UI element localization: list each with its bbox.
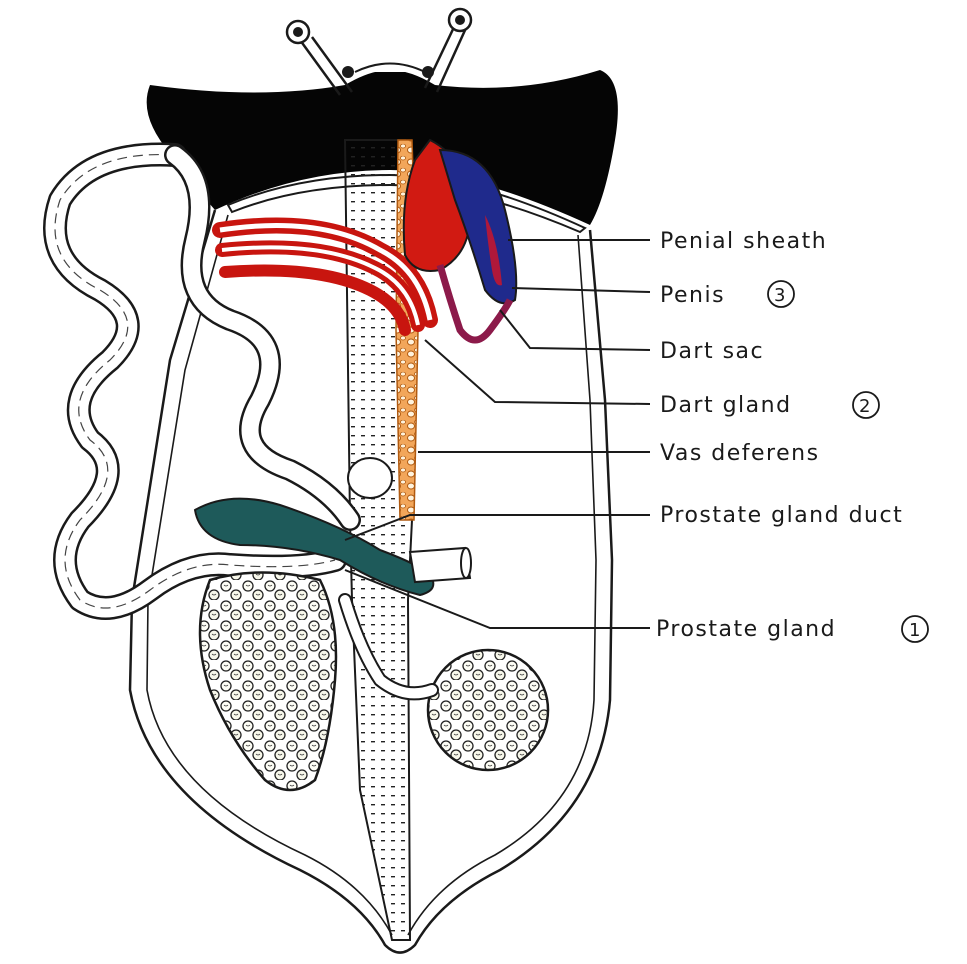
albumen-gland: [428, 650, 548, 770]
dart-gland-num-marker: 2: [853, 392, 879, 418]
label-prostate-gland-duct: Prostate gland duct: [660, 503, 903, 528]
label-penial-sheath: Penial sheath: [660, 229, 827, 254]
dart-gland-num: 2: [859, 396, 870, 417]
label-vas-deferens: Vas deferens: [660, 441, 820, 466]
prostate-gland-num-marker: 1: [902, 616, 928, 642]
penis-num-marker: 3: [768, 281, 794, 307]
bulb: [348, 458, 392, 498]
penis-num: 3: [774, 285, 785, 306]
label-dart-gland: Dart gland: [660, 393, 792, 418]
label-prostate-gland: Prostate gland: [656, 617, 836, 642]
prostate-gland-left: [200, 573, 336, 791]
label-penis: Penis: [660, 283, 725, 308]
coiled-duct-2-inner: [175, 155, 350, 520]
label-dart-sac: Dart sac: [660, 339, 764, 364]
prostate-gland-num: 1: [909, 620, 920, 641]
